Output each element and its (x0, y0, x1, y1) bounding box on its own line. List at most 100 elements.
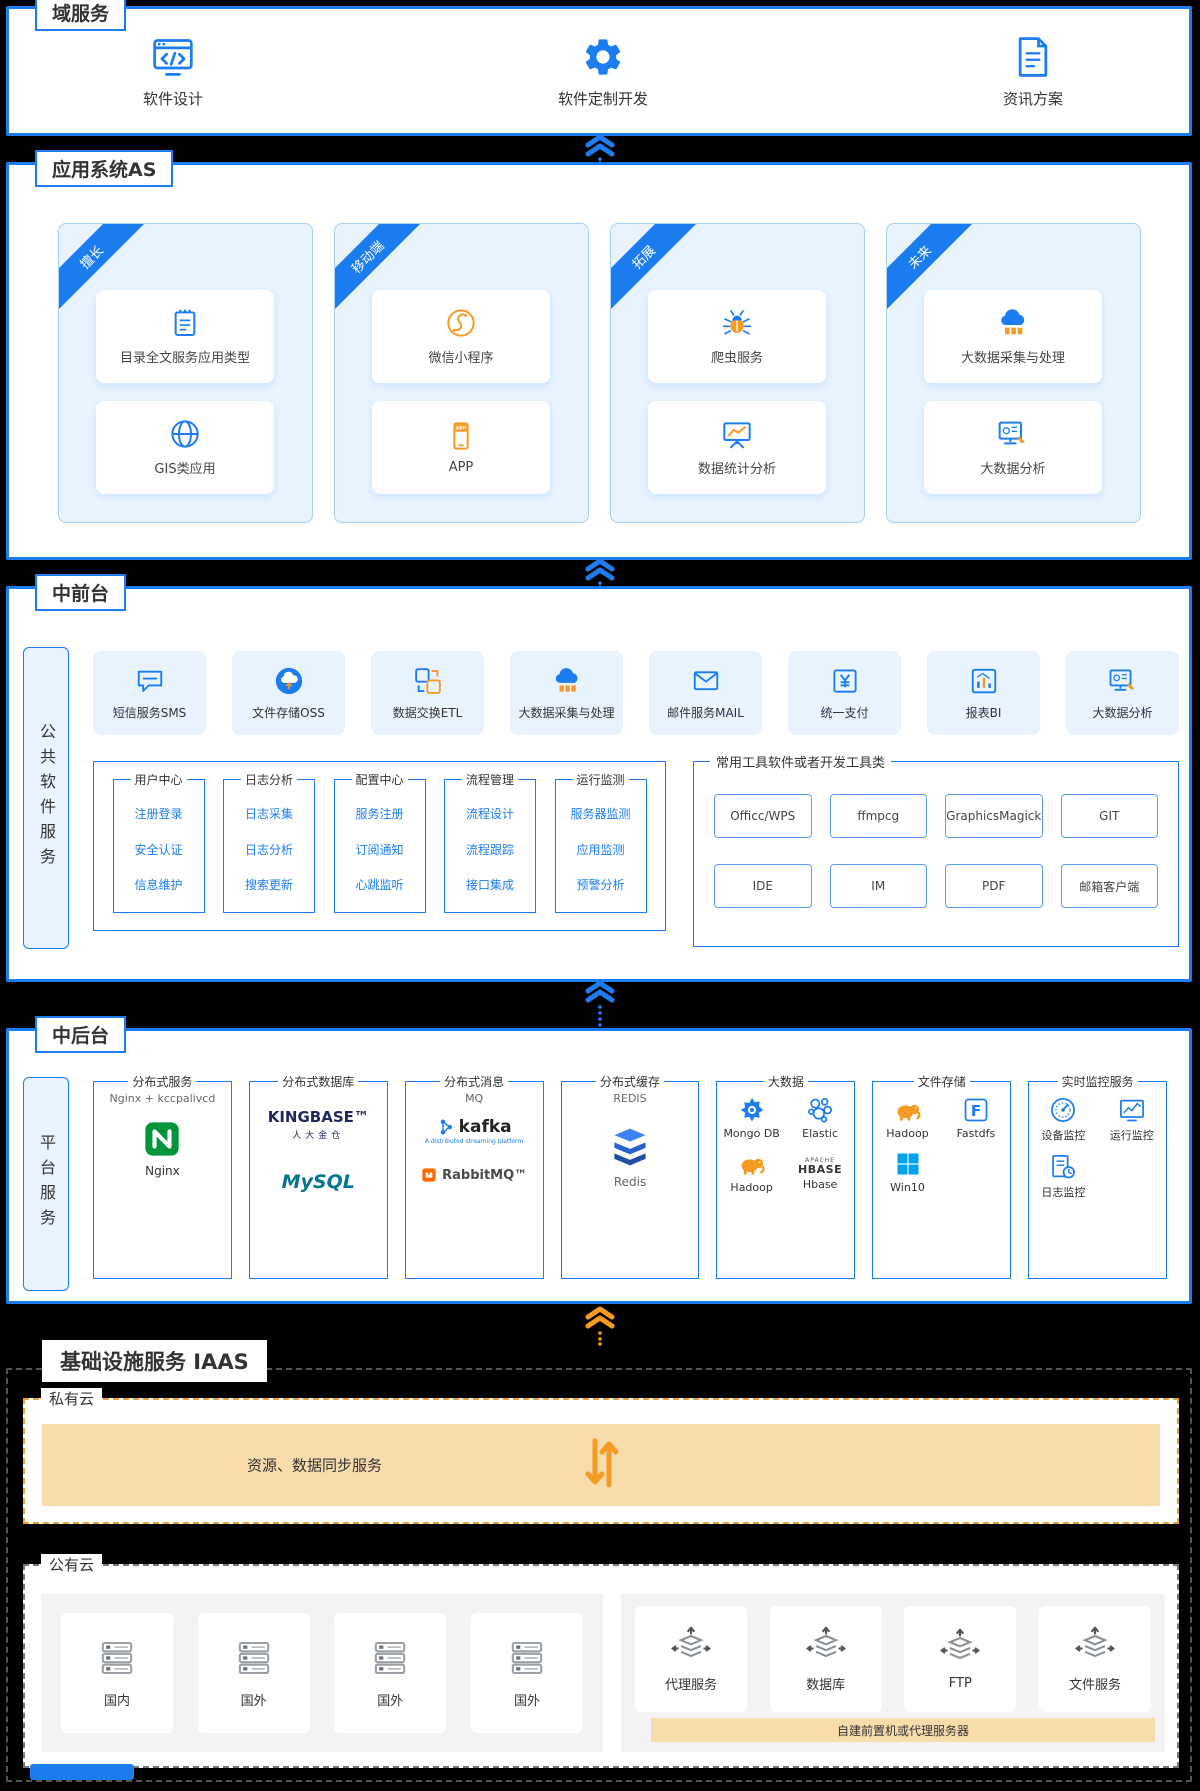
tool-ffmpeg[interactable]: ffmpcg (829, 794, 927, 838)
server-tile-overseas[interactable]: 国外 (197, 1613, 310, 1733)
wechat-miniprogram-icon (445, 307, 477, 339)
cloud-collect-icon (552, 666, 582, 696)
tile-oss[interactable]: 文件存储OSS (232, 651, 345, 735)
tile-proxy-service[interactable]: 代理服务 (635, 1606, 747, 1712)
tool-pdf[interactable]: PDF (945, 864, 1043, 908)
storage-win10: Win10 (873, 1150, 941, 1194)
tile-pay[interactable]: 统一支付 (788, 651, 901, 735)
group-item: 流程跟踪 (465, 842, 514, 857)
tile-bigdata-collect[interactable]: 大数据采集与处理 (510, 651, 623, 735)
card-tile[interactable]: GIS类应用 (96, 401, 274, 494)
tile-mail[interactable]: 邮件服务MAIL (649, 651, 762, 735)
kafka-icon (437, 1118, 455, 1136)
proxy-layers-icon (671, 1626, 711, 1666)
sync-service-label: 资源、数据同步服务 (247, 1456, 383, 1475)
tile-file-service[interactable]: 文件服务 (1038, 1606, 1151, 1712)
mid-back-title: 中后台 (35, 1016, 127, 1053)
tool-git[interactable]: GIT (1060, 794, 1158, 838)
cloud-collect-icon (997, 307, 1029, 339)
tool-ide[interactable]: IDE (714, 864, 812, 908)
group-title: 流程管理 (461, 771, 519, 788)
group-item: 注册登录 (134, 806, 183, 821)
server-tile-overseas[interactable]: 国外 (470, 1613, 583, 1733)
box-distributed-mq: 分布式消息 MQ kafka A distributed streaming p… (404, 1073, 544, 1279)
gear-icon (581, 35, 625, 79)
service-tiles-row: 代理服务 数据库 FTP 文件服务 (635, 1606, 1151, 1712)
card-tile[interactable]: 微信小程序 (372, 290, 550, 383)
card-tile-label: APP (448, 460, 474, 475)
card-tile-label: 大数据分析 (980, 462, 1046, 477)
group-title: 配置中心 (351, 771, 408, 788)
server-tile-overseas[interactable]: 国外 (334, 1613, 447, 1733)
server-label: 国内 (103, 1693, 130, 1709)
elastic-icon (806, 1096, 834, 1124)
server-rack-icon (370, 1638, 410, 1678)
tile-label: 邮件服务MAIL (667, 705, 744, 720)
storage-fastdfs: Fastdfs (942, 1096, 1010, 1140)
nginx-icon (142, 1119, 182, 1159)
cell-label: 日志监控 (1041, 1186, 1086, 1199)
section-application-system: 应用系统AS 擅长 目录全文服务应用类型 GIS类应用 移动端 微信小程序 (6, 150, 1192, 560)
mid-front-title: 中前台 (35, 574, 127, 611)
item-label: 资讯方案 (1002, 90, 1063, 108)
tile-etl[interactable]: 数据交换ETL (371, 651, 484, 735)
tile-sms[interactable]: 短信服务SMS (93, 651, 206, 735)
card-tile[interactable]: 大数据采集与处理 (924, 290, 1102, 383)
service-groups-box: 用户中心 注册登录 安全认证 信息维护 日志分析 日志采集 日志分析 搜索更新 … (93, 761, 666, 931)
tile-database[interactable]: 数据库 (769, 1606, 882, 1712)
flow-up-connector (578, 558, 622, 592)
box-title: 分布式数据库 (278, 1073, 359, 1090)
statistics-chart-icon (721, 418, 753, 450)
card-tile[interactable]: 大数据分析 (924, 401, 1102, 494)
group-item: 服务器监测 (570, 806, 631, 821)
server-rack-icon (234, 1638, 274, 1678)
item-info-solution[interactable]: 资讯方案 (973, 35, 1093, 109)
tile-label: 大数据采集与处理 (518, 705, 615, 720)
box-subtitle: MQ (465, 1092, 484, 1105)
log-clock-icon (1049, 1153, 1077, 1181)
group-title: 用户中心 (130, 771, 187, 788)
sync-arrows-icon (579, 1437, 623, 1493)
card-tile[interactable]: APP (372, 401, 550, 494)
bigdata-analysis-icon (997, 418, 1029, 450)
cloud-upload-icon (274, 666, 304, 696)
tile-bi[interactable]: 报表BI (927, 651, 1040, 735)
chat-bubble-icon (135, 666, 165, 696)
bigdata-hbase: APACHE HBASE Hbase (786, 1150, 854, 1194)
cell-label: 设备监控 (1041, 1129, 1086, 1142)
redis-stack-icon (608, 1125, 652, 1169)
tool-im[interactable]: IM (829, 864, 927, 908)
hbase-logo: APACHE HBASE (798, 1150, 842, 1176)
cell-label: 运行监控 (1109, 1129, 1154, 1142)
tool-office-wps[interactable]: Officc/WPS (714, 794, 812, 838)
item-software-design[interactable]: 软件设计 (113, 35, 233, 109)
card-tile[interactable]: 目录全文服务应用类型 (96, 290, 274, 383)
tool-graphicsmagick[interactable]: GraphicsMagick (945, 794, 1043, 838)
server-tile-domestic[interactable]: 国内 (61, 1613, 173, 1733)
group-item: 日志采集 (244, 806, 293, 821)
public-cloud-services-panel: 代理服务 数据库 FTP 文件服务 自建前置机或代理服务器 (621, 1594, 1165, 1752)
cell-label: Fastdfs (956, 1127, 996, 1140)
bigdata-elastic: Elastic (786, 1096, 854, 1140)
group-item: 搜索更新 (244, 878, 293, 893)
card-tile[interactable]: 爬虫服务 (648, 290, 826, 383)
box-distributed-service: 分布式服务 Nginx + kccpalivcd Nginx (93, 1073, 232, 1279)
tile-ftp[interactable]: FTP (904, 1606, 1017, 1712)
service-label: 代理服务 (664, 1677, 717, 1693)
bigdata-mongodb: Mongo DB (717, 1096, 785, 1140)
card-tile[interactable]: 数据统计分析 (648, 401, 826, 494)
section-mid-front: 中前台 公共软件服务 短信服务SMS 文件存储OSS 数据交换ETL 大数据采集… (6, 574, 1192, 982)
box-title: 文件存储 (913, 1073, 970, 1090)
kingbase-logo: KINGBASE™ (267, 1108, 369, 1126)
item-custom-software-dev[interactable]: 软件定制开发 (543, 35, 663, 109)
box-title: 实时监控服务 (1057, 1073, 1138, 1090)
tile-bigdata-analysis[interactable]: 大数据分析 (1066, 651, 1179, 735)
mid-front-bottom-row: 用户中心 注册登录 安全认证 信息维护 日志分析 日志采集 日志分析 搜索更新 … (93, 752, 1189, 947)
server-label: 国外 (240, 1693, 267, 1709)
box-title: 分布式缓存 (595, 1073, 665, 1090)
cell-label: Win10 (890, 1181, 925, 1194)
cell-label: Hadoop (886, 1127, 929, 1140)
tool-mail-client[interactable]: 邮箱客户端 (1060, 864, 1158, 908)
monitor-log: 日志监控 (1029, 1153, 1097, 1200)
